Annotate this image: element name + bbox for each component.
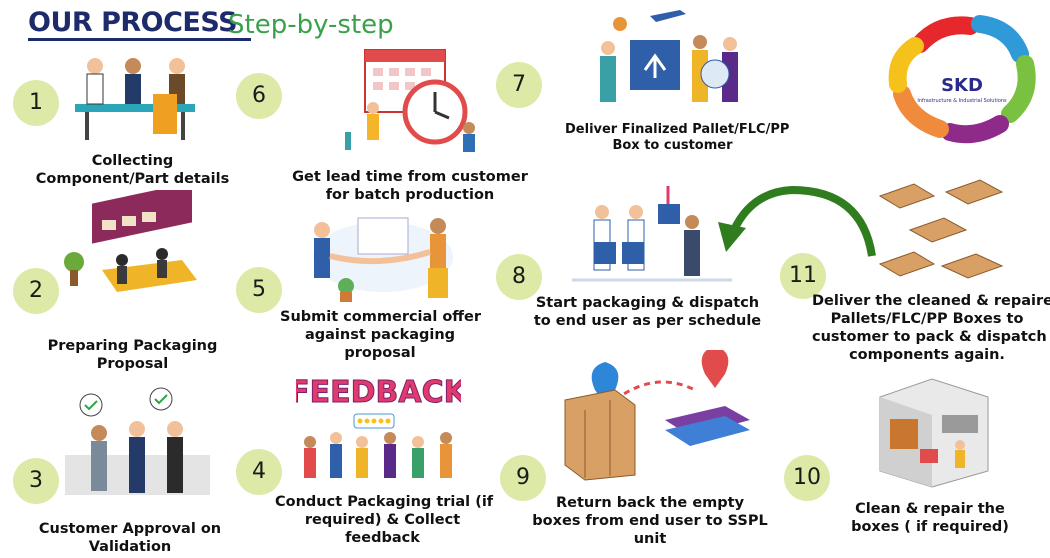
step-1-badge: 1 (13, 80, 59, 126)
page-title: OUR PROCESS (28, 8, 252, 41)
page-subtitle: Step-by-step (228, 10, 394, 40)
workshop-illustration (870, 375, 995, 490)
step-6-badge: 6 (236, 73, 282, 119)
step-2-badge: 2 (13, 268, 59, 314)
feedback-illustration: FEEDBACK (289, 372, 469, 487)
step-3-badge: 3 (13, 458, 59, 504)
skd-logo: SKD Infrastructure & Industrial Solution… (880, 14, 1040, 149)
step-7-badge: 7 (496, 62, 542, 108)
step-10-badge: 10 (784, 455, 830, 501)
step-9-badge: 9 (500, 455, 546, 501)
return-arrow (712, 178, 882, 263)
return-boxes-illustration (555, 346, 755, 485)
approval-illustration (65, 385, 210, 510)
packaging-dispatch-illustration (572, 182, 732, 287)
logo-text: SKD (941, 75, 983, 96)
logo-tagline: Infrastructure & Industrial Solutions (917, 98, 1007, 104)
step-4-badge: 4 (236, 449, 282, 495)
pallets-illustration (870, 178, 1015, 290)
office-illustration (62, 182, 212, 320)
calendar-clock-illustration (345, 40, 480, 155)
meeting-illustration (65, 44, 205, 144)
feedback-banner: FEEDBACK (296, 375, 461, 410)
delivery-illustration (590, 4, 755, 114)
step-8-badge: 8 (496, 254, 542, 300)
handshake-illustration (298, 212, 463, 302)
step-5-badge: 5 (236, 267, 282, 313)
step-11-badge: 11 (780, 253, 826, 299)
